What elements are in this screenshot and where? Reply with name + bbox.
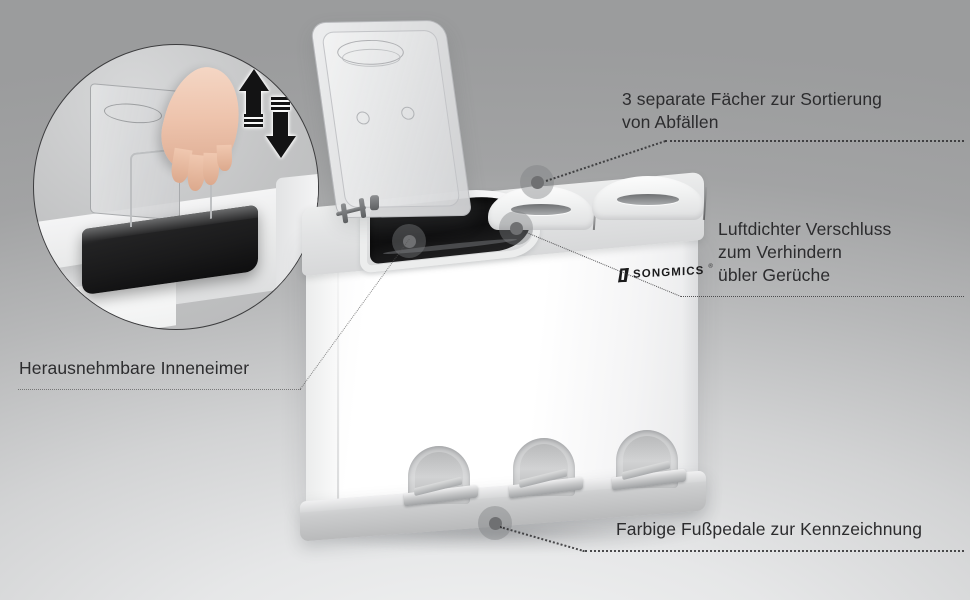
callout-text-pedals: Farbige Fußpedale zur Kennzeichnung [616,519,923,539]
leader-line-inner-buckets-horizontal [18,389,301,390]
bin-left-face [306,236,340,504]
callout-dot-airtight[interactable] [499,211,533,245]
pedal-recess [612,430,686,491]
foot-pedal[interactable] [612,460,686,491]
brand-wordmark: SONGMICS [633,264,705,281]
lid-finger-groove [616,194,680,206]
closed-lid-right[interactable] [592,176,708,220]
foot-pedal[interactable] [404,476,478,507]
trademark-symbol: ® [708,263,713,270]
leader-line-compartments-horizontal [665,140,964,142]
callout-dot-inner-buckets[interactable] [392,224,426,258]
callout-dot-pedals[interactable] [478,506,512,540]
callout-dot-compartments[interactable] [520,165,554,199]
inset-finger [216,144,233,172]
inset-closeup-circle [33,44,319,330]
up-arrow-icon [239,69,269,131]
callout-text-compartments: 3 separate Fächer zur Sortierung von Abf… [622,89,883,132]
foot-pedal[interactable] [509,468,583,499]
lid-finger-groove [511,204,571,216]
bin-front-edge [337,226,339,505]
open-lid[interactable] [309,19,473,219]
callout-text-inner-buckets: Herausnehmbare Inneneimer [19,358,250,378]
leader-line-pedals-horizontal [585,550,964,552]
bin-right-edge [682,234,698,505]
lid-hinge [335,194,390,230]
closed-lid-middle[interactable] [488,186,598,230]
leader-line-airtight-horizontal [681,296,964,297]
pedal-recess [509,438,583,499]
callout-text-airtight: Luftdichter Verschluss zum Verhindern üb… [718,219,892,285]
down-arrow-icon [266,97,296,159]
pedal-recess [404,446,478,507]
product-illustration: SONGMICS ® [296,14,726,574]
